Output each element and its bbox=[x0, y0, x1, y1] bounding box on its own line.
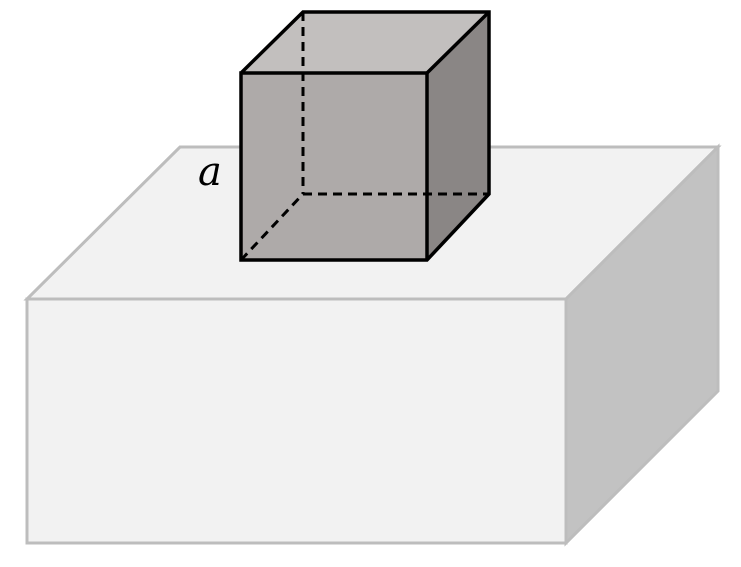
cube-side-face bbox=[427, 12, 489, 260]
cube-edge-label: a bbox=[198, 149, 222, 195]
slab-front-face bbox=[25, 297, 568, 545]
cube-front-face bbox=[241, 73, 427, 260]
cube-visible-edges bbox=[239, 10, 491, 262]
base-slab bbox=[23, 143, 722, 547]
cube-visible-edge-top-right bbox=[425, 10, 491, 75]
cube bbox=[239, 10, 491, 262]
cube-hidden-edge-depth bbox=[239, 192, 305, 262]
